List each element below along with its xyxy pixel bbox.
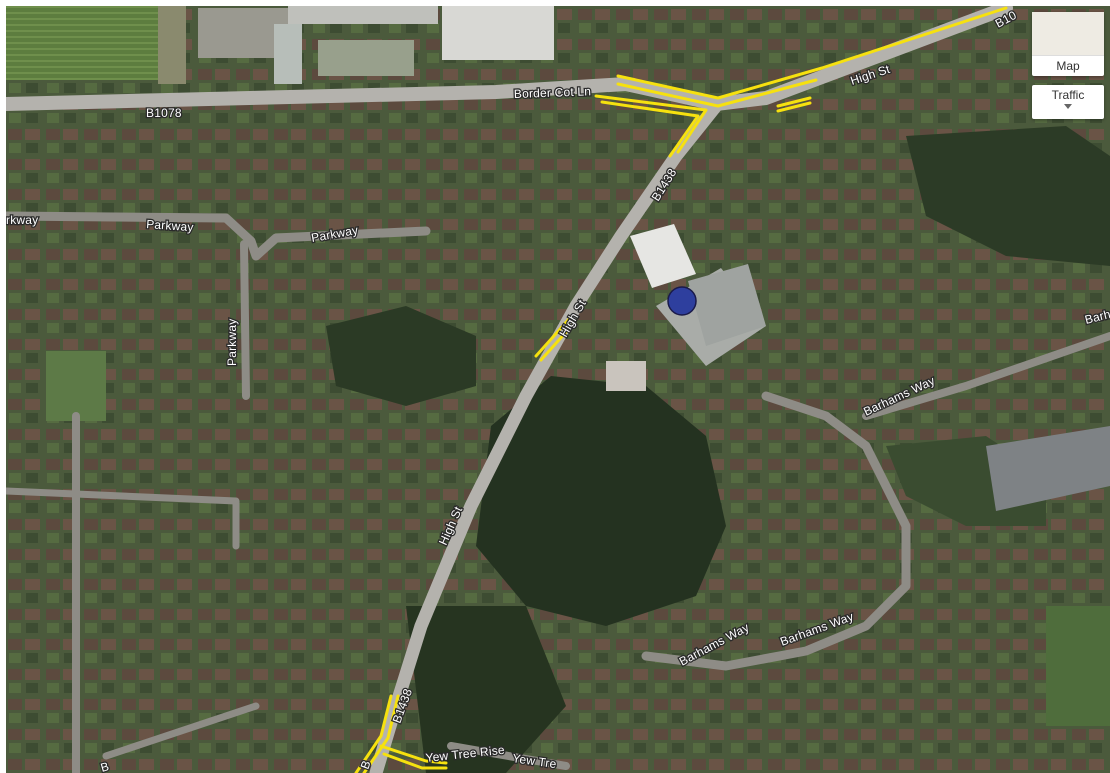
traffic-dropdown-button[interactable]: Traffic: [1032, 85, 1104, 119]
map-type-label: Map: [1056, 59, 1080, 73]
woodland: [476, 376, 726, 626]
minor-roads: [6, 211, 1110, 773]
road-label-parkway-vertical: Parkway: [225, 319, 239, 366]
building-roof: [986, 426, 1110, 511]
road-label-barhams-edge: Barha: [1083, 305, 1110, 327]
building-roof: [688, 264, 766, 346]
road-label-parkway-west: rkway: [6, 213, 38, 227]
building-roof: [318, 40, 414, 76]
car-park: [288, 6, 438, 24]
road-label-yew-tree-2: Yew Tre: [512, 751, 558, 771]
woodland: [326, 306, 476, 406]
road-label-b1078: B1078: [146, 106, 182, 120]
location-marker[interactable]: [667, 286, 697, 316]
woodland: [906, 126, 1110, 266]
building-roof: [198, 8, 288, 58]
road-label-border-cot-ln: Border Cot Ln: [514, 84, 592, 101]
road-label-parkway-1: Parkway: [146, 217, 194, 234]
woodland: [406, 606, 566, 773]
traffic-label: Traffic: [1051, 88, 1085, 102]
building-roof: [630, 224, 696, 288]
map-type-button[interactable]: Map: [1032, 12, 1104, 76]
grass-area: [46, 351, 106, 421]
map-canvas[interactable]: B1078 Border Cot Ln High St B10 B1438 Hi…: [6, 6, 1110, 773]
satellite-imagery[interactable]: B1078 Border Cot Ln High St B10 B1438 Hi…: [6, 6, 1110, 773]
route-highlights: [354, 6, 1008, 773]
farm-track: [158, 6, 186, 84]
building-roof: [606, 361, 646, 391]
grass-area: [1046, 606, 1110, 726]
map-thumbnail: [1032, 12, 1104, 56]
warehouse-roof: [442, 6, 554, 60]
chevron-down-icon: [1064, 104, 1072, 109]
farm-field: [6, 6, 158, 80]
building-roof: [274, 24, 302, 84]
